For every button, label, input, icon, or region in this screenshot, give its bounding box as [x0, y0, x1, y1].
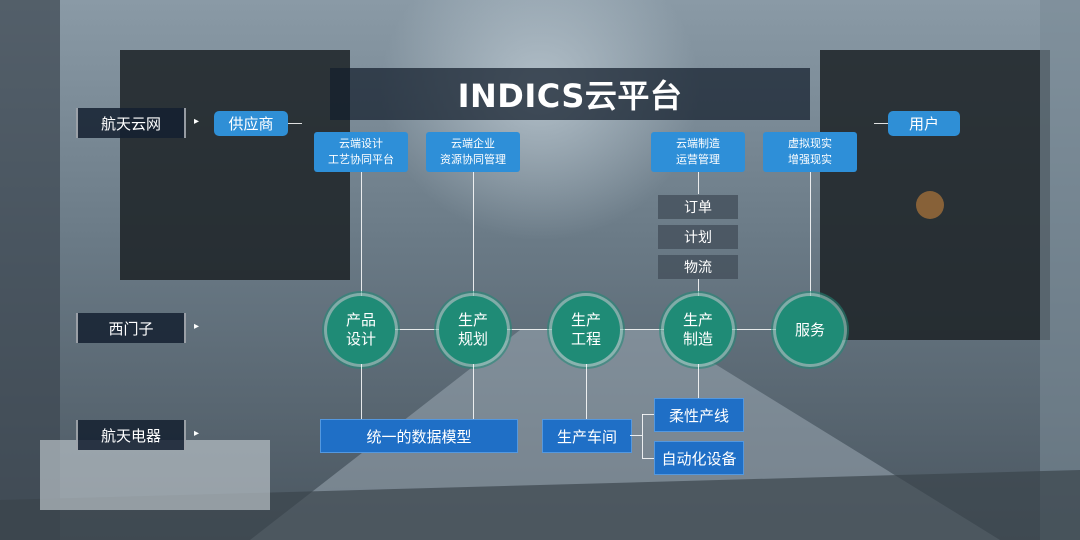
- box-line: 云端设计: [339, 137, 383, 150]
- connector: [288, 123, 302, 124]
- supplier-tag: 供应商: [214, 111, 288, 136]
- cloud-design-box: 云端设计 工艺协同平台: [314, 132, 408, 172]
- service-node: 服务: [776, 296, 844, 364]
- connector: [810, 172, 811, 296]
- node-line: 服务: [794, 320, 825, 339]
- node-line: 产品: [345, 311, 376, 329]
- box-line: 资源协同管理: [440, 153, 506, 166]
- automation-equipment-box: 自动化设备: [654, 441, 744, 475]
- connector: [874, 123, 888, 124]
- connector: [642, 414, 643, 458]
- left-label-siemens: 西门子: [76, 313, 186, 343]
- node-line: 生产: [457, 311, 488, 329]
- arrow-right-icon: ▸: [194, 428, 200, 439]
- connector: [473, 364, 474, 419]
- flexible-line-box: 柔性产线: [654, 398, 744, 432]
- box-line: 虚拟现实: [788, 137, 832, 150]
- production-workshop-box: 生产车间: [542, 419, 632, 453]
- connector: [698, 364, 699, 398]
- left-label-casicloud: 航天云网: [76, 108, 186, 138]
- connector: [361, 364, 362, 419]
- left-label-aerospace-electric: 航天电器: [76, 420, 186, 450]
- box-line: 工艺协同平台: [328, 153, 394, 166]
- cloud-enterprise-box: 云端企业 资源协同管理: [426, 132, 520, 172]
- box-line: 云端制造: [676, 137, 720, 150]
- connector: [698, 172, 699, 194]
- product-design-node: 产品 设计: [327, 296, 395, 364]
- node-line: 规划: [457, 330, 488, 348]
- connector: [642, 414, 654, 415]
- production-manufacturing-node: 生产 制造: [664, 296, 732, 364]
- production-engineering-node: 生产 工程: [552, 296, 620, 364]
- node-line: 生产: [682, 311, 713, 329]
- node-line: 制造: [682, 330, 713, 348]
- node-line: 生产: [570, 311, 601, 329]
- box-line: 运营管理: [676, 153, 720, 166]
- connector: [642, 458, 654, 459]
- unified-data-model-box: 统一的数据模型: [320, 419, 518, 453]
- box-line: 云端企业: [451, 137, 495, 150]
- order-item: 订单: [658, 195, 738, 219]
- arrow-right-icon: ▸: [194, 116, 200, 127]
- logistics-item: 物流: [658, 255, 738, 279]
- node-line: 设计: [345, 330, 376, 348]
- connector: [586, 364, 587, 419]
- box-line: 增强现实: [788, 153, 832, 166]
- user-tag: 用户: [888, 111, 960, 136]
- connector: [473, 172, 474, 296]
- connector: [361, 172, 362, 296]
- node-line: 工程: [570, 330, 601, 348]
- plan-item: 计划: [658, 225, 738, 249]
- connector: [630, 435, 642, 436]
- connector: [698, 279, 699, 296]
- cloud-manufacturing-box: 云端制造 运营管理: [651, 132, 745, 172]
- platform-title: INDICS云平台: [330, 68, 810, 120]
- arrow-right-icon: ▸: [194, 321, 200, 332]
- vr-ar-box: 虚拟现实 增强现实: [763, 132, 857, 172]
- production-planning-node: 生产 规划: [439, 296, 507, 364]
